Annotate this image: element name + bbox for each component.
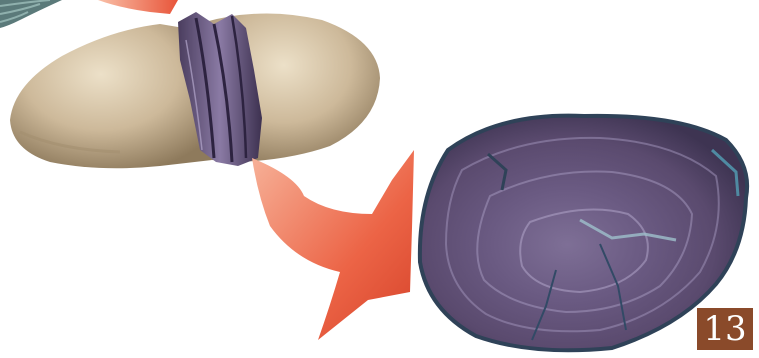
arrow xyxy=(252,150,414,340)
figure-number: 13 xyxy=(703,312,746,346)
fish-fin-fragment xyxy=(0,0,62,28)
top-arrow-fragment xyxy=(98,0,178,14)
figure-number-badge: 13 xyxy=(697,308,753,350)
